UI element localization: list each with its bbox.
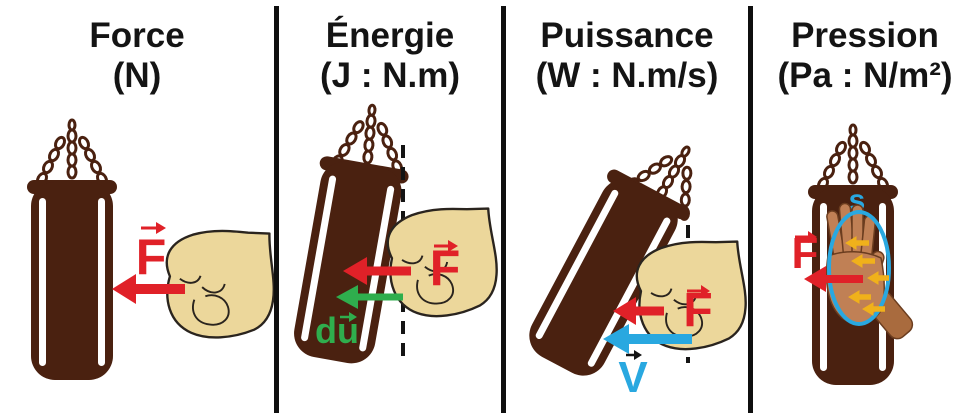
displacement-vector-label: du [315,310,359,351]
chains-icon [34,118,110,188]
displacement-label-text: du [315,310,359,351]
panel-energie-title: Énergie (J : N.m) [279,16,501,95]
displacement-arrow [336,285,403,309]
force-vector-label: F [430,240,461,296]
force-arrow [804,266,863,292]
velocity-arrow [603,324,692,354]
force-label-text: F [136,229,167,285]
panel-puissance-title: Puissance (W : N.m/s) [506,16,748,95]
velocity-vector-label: V [618,350,648,402]
force-vector-label: F [792,229,819,278]
chains-icon [815,123,891,193]
panel-force-title: Force (N) [0,16,274,95]
title-puissance: Puissance [540,16,714,55]
force-label-text: F [792,229,819,278]
panel-force: Force (N) F [0,0,274,420]
force-vector-label: F [136,222,167,285]
unit-pression: (Pa : N/m²) [777,55,953,95]
force-label-text: F [683,284,712,337]
force-arrow [343,257,411,285]
panel-pression: Pression (Pa : N/m²) s F [753,0,977,420]
unit-force: (N) [112,55,162,95]
unit-energie: (J : N.m) [320,55,460,95]
force-label-text: F [430,240,461,296]
pressure-arrows [845,236,889,316]
title-pression: Pression [791,16,939,55]
panel-divider-3 [748,6,753,413]
punching-bag-icon [27,180,117,380]
panel-puissance: Puissance (W : N.m/s) F [506,0,748,420]
force-arrow [112,274,185,304]
panel-divider-1 [274,6,279,413]
velocity-label-text: V [618,353,648,402]
unit-puissance: (W : N.m/s) [535,55,719,95]
panel-energie: Énergie (J : N.m) F [279,0,501,420]
fist-icon [157,222,274,346]
title-force: Force [89,16,185,55]
force-arrow [613,297,664,325]
force-vector-label: F [683,284,712,337]
pression-illustration: s F [792,123,917,385]
puissance-illustration: F V [517,127,748,402]
title-energie: Énergie [325,16,455,55]
energie-illustration: F du [286,100,501,368]
surface-ellipse [827,210,891,326]
force-illustration: F [27,118,274,380]
panel-pression-title: Pression (Pa : N/m²) [753,16,977,95]
panel-divider-2 [501,6,506,413]
